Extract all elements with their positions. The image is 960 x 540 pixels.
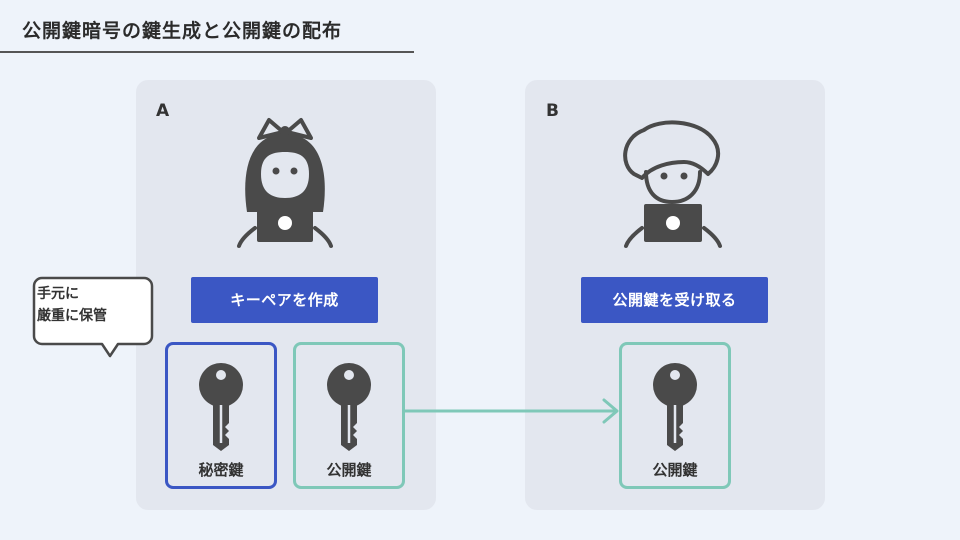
public-key-card-a: 公開鍵: [293, 342, 405, 489]
speech-bubble-line1: 手元に: [37, 283, 149, 305]
person-b-icon: [612, 112, 732, 252]
title-underline: [0, 51, 414, 53]
receive-public-key-label: 公開鍵を受け取る: [581, 277, 768, 323]
public-key-label-a: 公開鍵: [296, 459, 402, 480]
speech-bubble-line2: 厳重に保管: [37, 305, 149, 327]
create-keypair-label: キーペアを作成: [191, 277, 378, 323]
public-key-label-b: 公開鍵: [622, 459, 728, 480]
public-key-card-b: 公開鍵: [619, 342, 731, 489]
speech-bubble-text: 手元に 厳重に保管: [37, 283, 149, 327]
panel-b-label: B: [546, 101, 559, 121]
panel-a-label: A: [156, 101, 169, 121]
page-title: 公開鍵暗号の鍵生成と公開鍵の配布: [22, 16, 342, 43]
person-a-icon: [225, 112, 345, 252]
private-key-card: 秘密鍵: [165, 342, 277, 489]
distribution-arrow-icon: [400, 396, 622, 426]
private-key-label: 秘密鍵: [168, 459, 274, 480]
